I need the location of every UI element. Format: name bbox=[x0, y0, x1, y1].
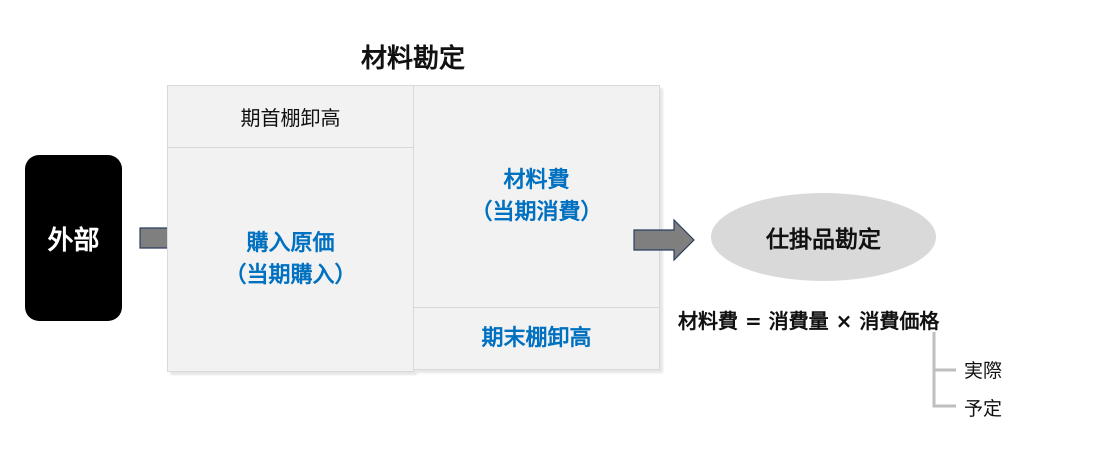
price-type-actual: 実際 bbox=[964, 360, 1003, 382]
external-label: 外部 bbox=[47, 225, 100, 256]
wip-label: 仕掛品勘定 bbox=[766, 227, 881, 253]
closing-inventory-label: 期末棚卸高 bbox=[481, 325, 592, 351]
material-cost-sublabel: （当期消費） bbox=[470, 199, 603, 225]
formula: 材料費 = 消費量 × 消費価格 bbox=[678, 309, 940, 333]
purchase-cost-sublabel: （当期購入） bbox=[224, 262, 357, 288]
material-cost-label: 材料費 bbox=[503, 167, 570, 193]
price-type-planned: 予定 bbox=[964, 398, 1003, 420]
material-cost-cell: 材料費 （当期消費） bbox=[413, 85, 660, 308]
closing-inventory-cell: 期末棚卸高 bbox=[413, 307, 660, 370]
purchase-cost-cell: 購入原価 （当期購入） bbox=[167, 147, 414, 372]
arrow-out-icon bbox=[633, 218, 695, 262]
wip-account-ellipse: 仕掛品勘定 bbox=[711, 193, 936, 281]
external-box: 外部 bbox=[25, 155, 122, 321]
opening-inventory-label: 期首棚卸高 bbox=[240, 106, 341, 130]
bracket-lines bbox=[932, 332, 956, 408]
diagram-title: 材料勘定 bbox=[360, 44, 465, 74]
opening-inventory-cell: 期首棚卸高 bbox=[167, 85, 414, 148]
purchase-cost-label: 購入原価 bbox=[246, 230, 335, 256]
